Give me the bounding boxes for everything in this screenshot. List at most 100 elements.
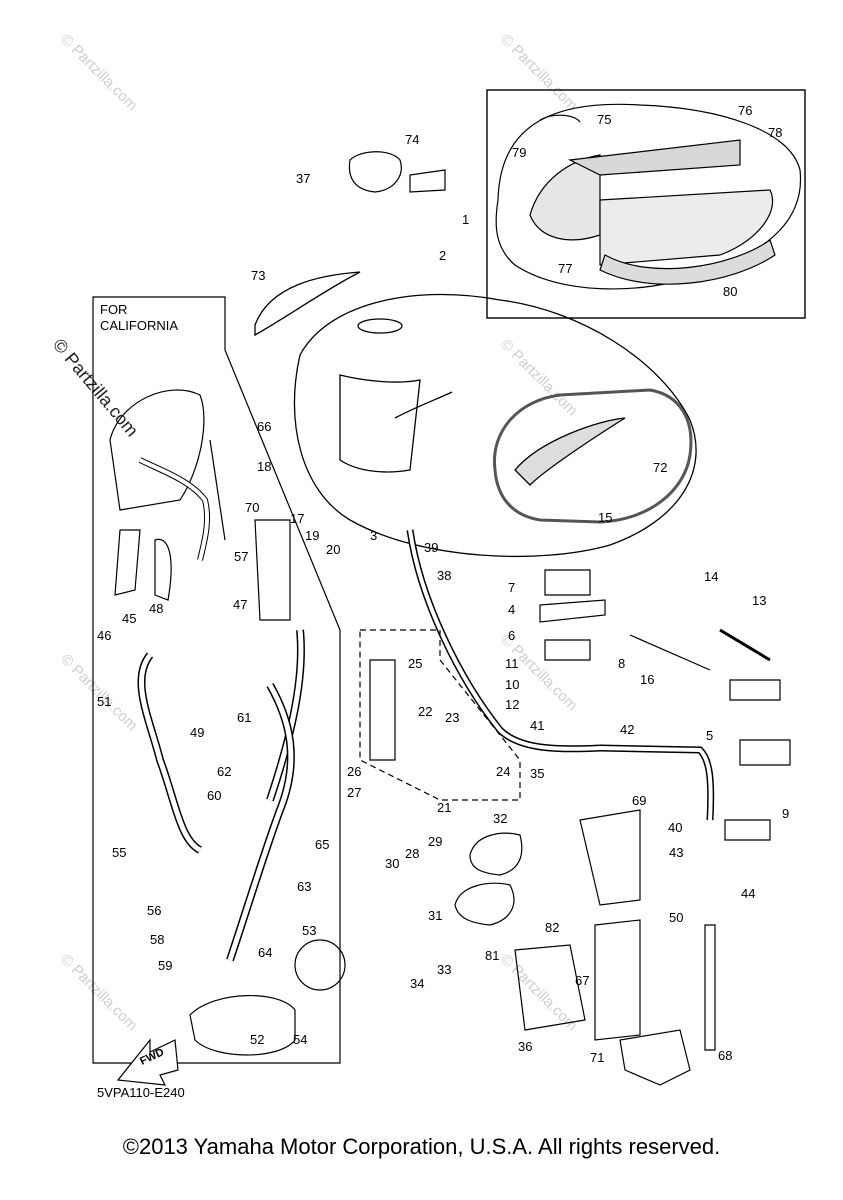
fuel-system-components (109, 151, 791, 1086)
fwd-arrow (116, 1038, 179, 1086)
part-number-label: 45 (122, 611, 136, 626)
part-number-label: 67 (575, 973, 589, 988)
part-number-label: 26 (347, 764, 361, 779)
california-label-line2: CALIFORNIA (100, 318, 178, 333)
watermark: © Partzilla.com (497, 31, 580, 114)
part-number-label: 79 (512, 145, 526, 160)
part-number-label: 81 (485, 948, 499, 963)
part-number-label: 59 (158, 958, 172, 973)
part-number-label: 43 (669, 845, 683, 860)
inset-tank-graphics (486, 89, 806, 319)
part-number-label: 63 (297, 879, 311, 894)
part-number-label: 33 (437, 962, 451, 977)
part-number-label: 72 (653, 460, 667, 475)
part-number-label: 40 (668, 820, 682, 835)
watermark: © Partzilla.com (497, 951, 580, 1034)
part-number-label: 75 (597, 112, 611, 127)
california-label-line1: FOR (100, 302, 127, 317)
part-number-label: 77 (558, 261, 572, 276)
part-number-label: 6 (508, 628, 515, 643)
part-number-label: 32 (493, 811, 507, 826)
part-number-label: 28 (405, 846, 419, 861)
part-number-label: 52 (250, 1032, 264, 1047)
california-box (92, 296, 341, 1064)
part-number-label: 27 (347, 785, 361, 800)
part-number-label: 60 (207, 788, 221, 803)
part-number-label: 78 (768, 125, 782, 140)
part-number-label: 62 (217, 764, 231, 779)
part-number-label: 3 (370, 528, 377, 543)
part-number-label: 19 (305, 528, 319, 543)
part-number-label: 14 (704, 569, 718, 584)
side-watermark: © Partzilla.com (49, 335, 142, 441)
part-number-label: 49 (190, 725, 204, 740)
part-number-label: 21 (437, 800, 451, 815)
part-number-label: 1 (462, 212, 469, 227)
part-number-label: 16 (640, 672, 654, 687)
copyright-footer: ©2013 Yamaha Motor Corporation, U.S.A. A… (122, 1134, 721, 1159)
part-number-label: 38 (437, 568, 451, 583)
fuel-tank (254, 271, 697, 558)
part-number-label: 34 (410, 976, 424, 991)
part-number-label: 47 (233, 597, 247, 612)
part-number-label: 7 (508, 580, 515, 595)
watermark: © Partzilla.com (497, 336, 580, 419)
part-number-label: 68 (718, 1048, 732, 1063)
part-number-label: 61 (237, 710, 251, 725)
watermark: © Partzilla.com (57, 651, 140, 734)
part-number-label: 15 (598, 510, 612, 525)
watermark: © Partzilla.com (57, 951, 140, 1034)
watermark: © Partzilla.com (57, 31, 140, 114)
part-number-label: 31 (428, 908, 442, 923)
part-number-label: 46 (97, 628, 111, 643)
part-number-label: 10 (505, 677, 519, 692)
part-number-label: 5 (706, 728, 713, 743)
part-number-label: 58 (150, 932, 164, 947)
part-number-label: 48 (149, 601, 163, 616)
diagram-code: 5VPA110-E240 (97, 1085, 185, 1100)
part-number-label: 71 (590, 1050, 604, 1065)
part-number-label: 9 (782, 806, 789, 821)
part-number-label: 30 (385, 856, 399, 871)
part-number-label: 35 (530, 766, 544, 781)
part-number-label: 42 (620, 722, 634, 737)
part-number-label: 36 (518, 1039, 532, 1054)
part-number-label: 12 (505, 697, 519, 712)
part-number-label: 29 (428, 834, 442, 849)
part-number-label: 70 (245, 500, 259, 515)
part-number-label: 74 (405, 132, 419, 147)
part-number-label: 24 (496, 764, 510, 779)
part-number-label: 37 (296, 171, 310, 186)
part-number-label: 54 (293, 1032, 307, 1047)
part-number-label: 23 (445, 710, 459, 725)
part-number-label: 39 (424, 540, 438, 555)
part-number-label: 51 (97, 694, 111, 709)
part-number-label: 20 (326, 542, 340, 557)
part-number-label: 55 (112, 845, 126, 860)
part-number-label: 80 (723, 284, 737, 299)
part-number-label: 41 (530, 718, 544, 733)
part-number-label: 8 (618, 656, 625, 671)
part-number-label: 73 (251, 268, 265, 283)
part-number-label: 18 (257, 459, 271, 474)
part-number-label: 53 (302, 923, 316, 938)
part-number-label: 76 (738, 103, 752, 118)
part-number-label: 22 (418, 704, 432, 719)
part-number-label: 65 (315, 837, 329, 852)
part-number-label: 11 (505, 656, 519, 671)
part-number-label: 25 (408, 656, 422, 671)
part-number-label: 64 (258, 945, 272, 960)
part-number-label: 82 (545, 920, 559, 935)
part-number-label: 44 (741, 886, 755, 901)
part-number-label: 2 (439, 248, 446, 263)
part-number-label: 4 (508, 602, 515, 617)
part-number-label: 57 (234, 549, 248, 564)
part-number-label: 13 (752, 593, 766, 608)
part-number-label: 66 (257, 419, 271, 434)
part-number-label: 69 (632, 793, 646, 808)
part-number-label: 17 (290, 511, 304, 526)
part-number-label: 56 (147, 903, 161, 918)
part-number-label: 50 (669, 910, 683, 925)
